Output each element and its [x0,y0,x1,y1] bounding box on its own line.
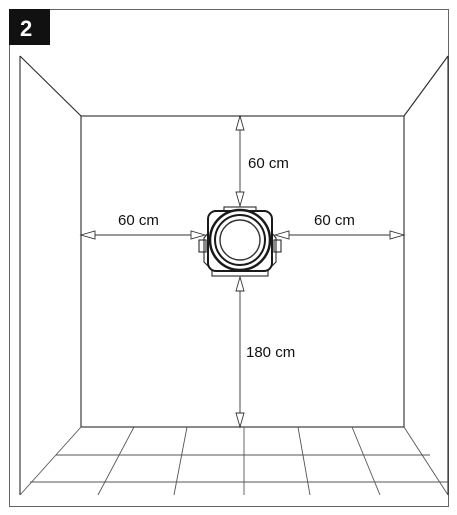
figure-number: 2 [20,16,32,41]
dimension-above: 60 cm [235,114,289,208]
dimension-label-right: 60 cm [314,212,355,229]
ceiling-edge-left [19,55,82,117]
floor-grid-line [173,426,188,496]
dimension-left: 60 cm [79,212,207,240]
arrow-up-icon [235,275,245,292]
floor-edge-right [403,426,449,496]
dimension-label-below: 180 cm [246,344,295,361]
lens [219,219,261,261]
dimension-right: 60 cm [273,212,406,240]
floor-grid-line [297,426,311,496]
arrow-up-icon [235,114,245,131]
floor-edge-left [19,426,82,496]
knob-right [273,239,282,253]
floor-grid [19,426,449,496]
arrow-down-icon [235,191,245,208]
dimension-below: 180 cm [235,275,295,429]
spotlight-icon [198,206,282,277]
knob-left [198,239,207,253]
arrow-left-icon [79,230,96,240]
room-outline [19,55,449,495]
arrow-right-icon [389,230,406,240]
arrow-down-icon [235,412,245,429]
dimension-label-left: 60 cm [118,212,159,229]
figure-number-badge: 2 [9,9,50,45]
back-wall [80,115,405,428]
arrow-left-icon [273,230,290,240]
floor-grid-line [351,426,381,496]
dimension-label-above: 60 cm [248,155,289,172]
ceiling-edge-right [403,55,449,117]
floor-grid-line [97,426,135,496]
arrow-right-icon [190,230,207,240]
